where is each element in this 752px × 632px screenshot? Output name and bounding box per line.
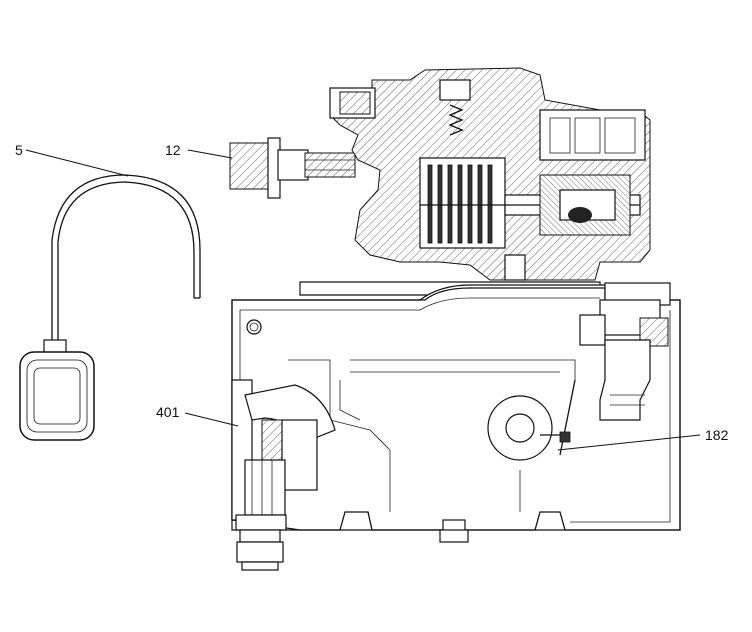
leader-5 [25, 149, 129, 177]
label-outlet-valve: 401 [156, 404, 180, 420]
outlet-valve [231, 379, 336, 571]
tank-lever [540, 379, 576, 456]
leader-182 [557, 434, 701, 451]
mounting-plate [231, 281, 681, 531]
label-connector: 12 [165, 142, 181, 158]
pump-module [579, 282, 671, 421]
label-tank-lever: 182 [705, 427, 729, 443]
motor-housing [329, 67, 651, 281]
float-switch [19, 174, 201, 441]
label-float-switch: 5 [15, 142, 23, 158]
connector-plug [229, 137, 356, 199]
leader-401 [184, 412, 239, 427]
gear-stack [420, 164, 505, 244]
leader-12 [187, 149, 233, 159]
